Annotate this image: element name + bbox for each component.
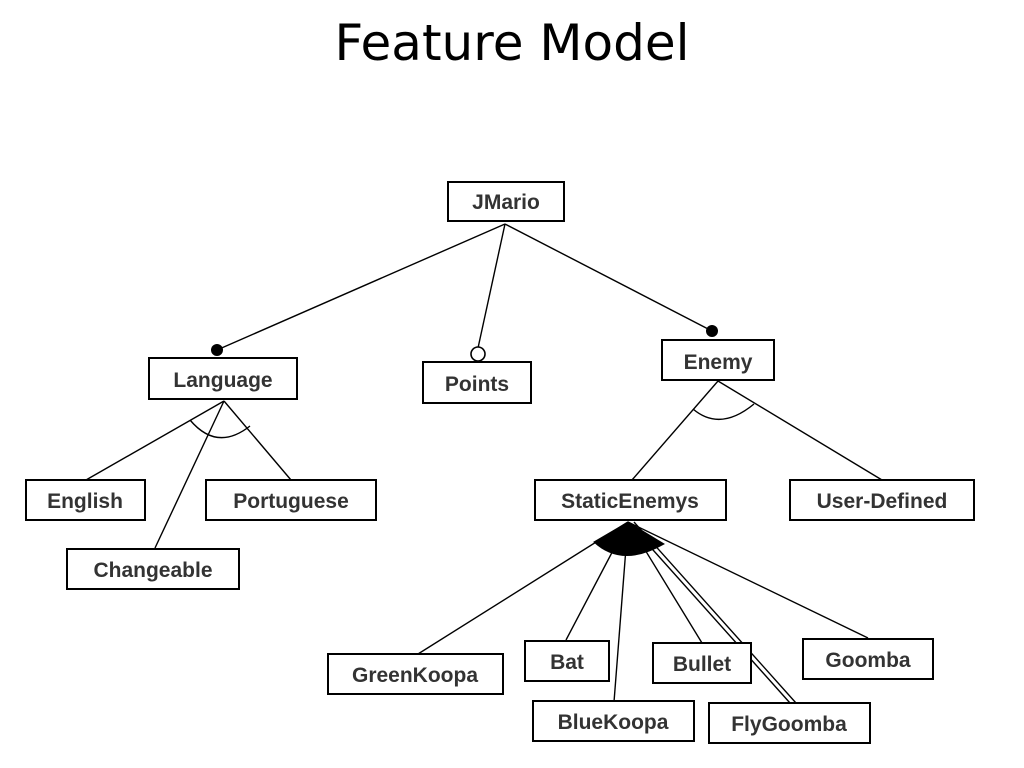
edge-enemy-user-defined [717, 380, 883, 481]
feature-label: FlyGoomba [731, 713, 847, 736]
feature-node-portuguese: Portuguese [205, 479, 377, 521]
feature-label: User-Defined [817, 490, 948, 513]
feature-label: Changeable [93, 559, 212, 582]
feature-label: Bullet [673, 653, 731, 676]
feature-node-static-enemys: StaticEnemys [534, 479, 727, 521]
edge-jmario-points [477, 223, 506, 349]
feature-label: Portuguese [233, 490, 349, 513]
alternative-group-arc-enemy [692, 403, 755, 421]
edge-language-portuguese [223, 400, 292, 481]
feature-node-bullet: Bullet [652, 642, 752, 684]
edge-static-goomba [627, 521, 869, 639]
feature-label: BlueKoopa [558, 711, 669, 734]
feature-node-bat: Bat [524, 640, 610, 682]
feature-label: Language [173, 369, 272, 392]
feature-node-enemy: Enemy [661, 339, 775, 381]
edge-static-green-koopa [417, 521, 629, 655]
edge-enemy-static-enemys [631, 380, 719, 481]
feature-label: Goomba [825, 649, 910, 672]
feature-node-fly-goomba: FlyGoomba [708, 702, 871, 744]
feature-node-jmario: JMario [447, 181, 565, 222]
feature-label: English [47, 490, 123, 513]
feature-label: StaticEnemys [561, 490, 699, 513]
alternative-group-arc-language [189, 419, 251, 439]
mandatory-marker-language [211, 344, 223, 356]
feature-label: Points [445, 373, 509, 396]
edge-jmario-language [216, 223, 506, 351]
edge-jmario-enemy [504, 223, 713, 332]
feature-node-goomba: Goomba [802, 638, 934, 680]
edge-static-fly-goomba [627, 521, 791, 704]
feature-node-language: Language [148, 357, 298, 400]
or-group-filled-arc-static-enemys [593, 521, 665, 556]
feature-label: JMario [472, 191, 540, 214]
feature-label: GreenKoopa [352, 664, 478, 687]
feature-node-blue-koopa: BlueKoopa [532, 700, 695, 742]
optional-marker-points [470, 346, 486, 362]
mandatory-marker-enemy [706, 325, 718, 337]
feature-node-green-koopa: GreenKoopa [327, 653, 504, 695]
feature-label: Bat [550, 651, 584, 674]
feature-node-points: Points [422, 361, 532, 404]
feature-node-english: English [25, 479, 146, 521]
feature-node-changeable: Changeable [66, 548, 240, 590]
edge-language-changeable [154, 400, 225, 549]
feature-node-user-defined: User-Defined [789, 479, 975, 521]
diagram-title: Feature Model [334, 14, 690, 72]
edge-static-fly-goomba-2 [633, 521, 797, 704]
feature-label: Enemy [684, 351, 753, 374]
edge-language-english [85, 400, 225, 481]
